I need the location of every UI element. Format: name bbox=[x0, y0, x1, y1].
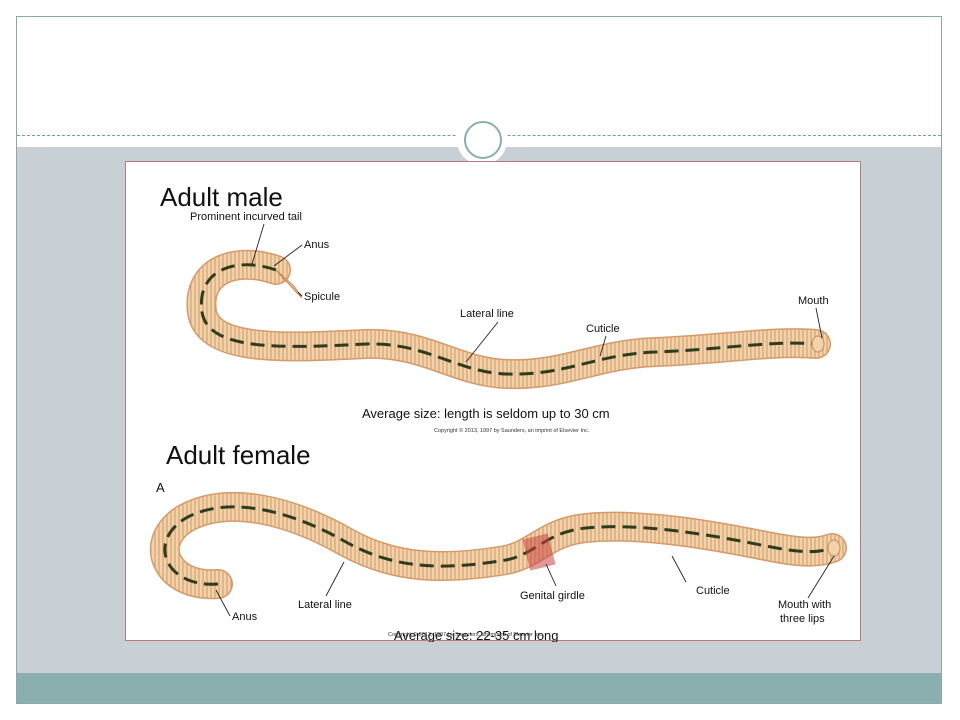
male-spicule bbox=[275, 269, 303, 299]
male-label-lateral-line: Lateral line bbox=[460, 308, 514, 320]
male-mouth-tip bbox=[811, 335, 825, 353]
female-leader-lateral-line bbox=[325, 561, 345, 597]
decorative-circle-ring bbox=[464, 121, 502, 159]
female-copyright: Copyright © 2013, 1997 by Saunders, an i… bbox=[388, 632, 544, 638]
female-worm-body bbox=[151, 493, 846, 598]
male-leader-cuticle bbox=[599, 335, 607, 357]
female-title: Adult female bbox=[166, 440, 311, 470]
female-worm bbox=[149, 491, 847, 600]
male-size-caption: Average size: length is seldom up to 30 … bbox=[362, 406, 610, 421]
worm-diagram-svg: Adult male Prominent incurved tail Anus … bbox=[149, 182, 847, 642]
male-label-spicule: Spicule bbox=[304, 291, 340, 303]
slide: Adult male Prominent incurved tail Anus … bbox=[16, 16, 942, 704]
female-leader-anus bbox=[215, 589, 231, 617]
male-label-anus: Anus bbox=[304, 239, 330, 251]
male-leader-tail bbox=[251, 223, 265, 265]
male-label-cuticle: Cuticle bbox=[586, 323, 620, 335]
female-leader-mouth bbox=[807, 555, 835, 599]
female-label-cuticle: Cuticle bbox=[696, 585, 730, 597]
male-label-mouth: Mouth bbox=[798, 295, 829, 307]
female-label-genital-girdle: Genital girdle bbox=[520, 590, 585, 602]
female-panel-letter: A bbox=[156, 480, 165, 495]
female-lateral-line bbox=[163, 505, 833, 586]
footer-band bbox=[17, 673, 941, 703]
male-leader-spicule bbox=[297, 291, 303, 297]
male-label-tail: Prominent incurved tail bbox=[190, 211, 302, 223]
female-mouth-tip bbox=[827, 539, 841, 557]
female-label-lateral-line: Lateral line bbox=[298, 599, 352, 611]
female-genital-girdle bbox=[522, 533, 556, 571]
female-label-mouth-line1: Mouth with bbox=[778, 599, 831, 611]
female-label-anus: Anus bbox=[232, 611, 258, 623]
male-lateral-line bbox=[199, 263, 817, 376]
female-label-mouth-line2: three lips bbox=[780, 613, 825, 625]
male-copyright: Copyright © 2013, 1997 by Saunders, an i… bbox=[434, 427, 590, 434]
worm-diagram-figure: Adult male Prominent incurved tail Anus … bbox=[125, 161, 861, 642]
male-leader-lateral-line bbox=[465, 321, 499, 363]
male-worm bbox=[186, 249, 831, 390]
female-leader-cuticle bbox=[671, 555, 687, 583]
male-leader-anus bbox=[273, 244, 303, 267]
male-leader-mouth bbox=[815, 307, 823, 339]
female-leader-genital-girdle bbox=[545, 563, 557, 587]
male-title: Adult male bbox=[160, 182, 283, 212]
female-size-caption: Average size: 22-35 cm long bbox=[394, 628, 559, 642]
